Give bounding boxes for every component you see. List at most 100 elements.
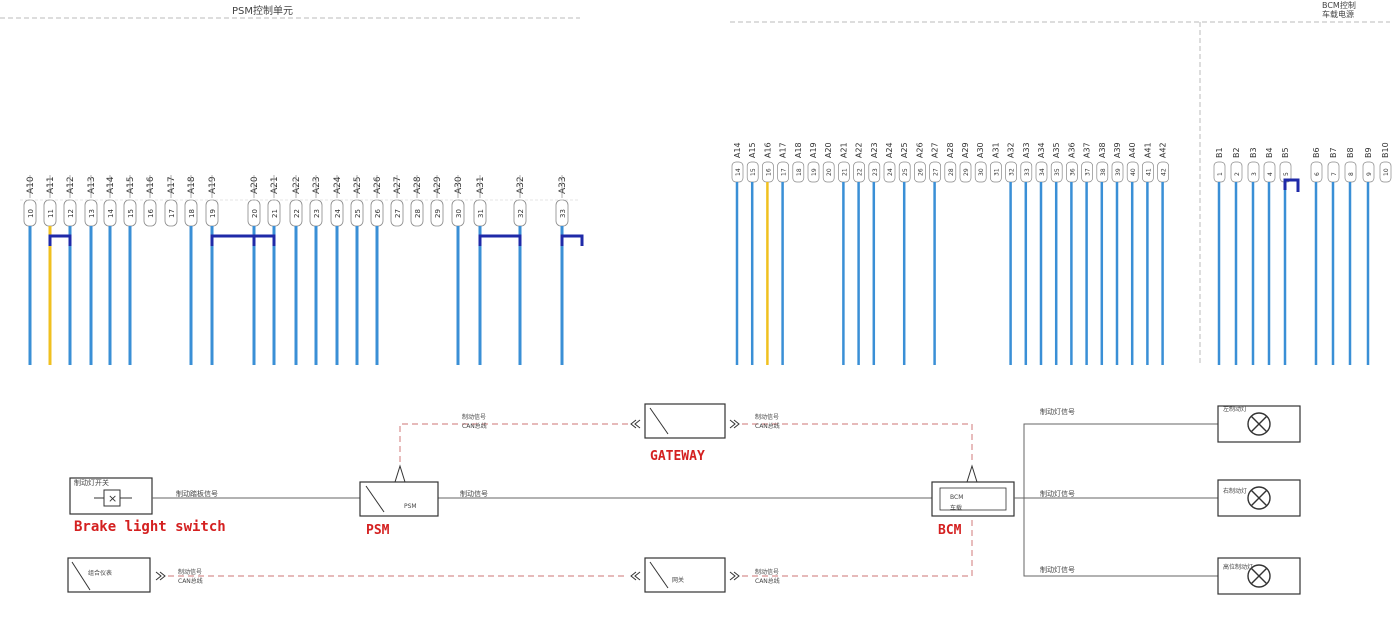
pin-letter-label: A16 bbox=[146, 176, 156, 194]
pin-number-label: 24 bbox=[334, 209, 342, 218]
chevron-icon bbox=[634, 419, 641, 429]
pin-terminal bbox=[944, 161, 957, 183]
pin-number-label: 20 bbox=[251, 209, 259, 218]
psm-diagonal bbox=[365, 485, 385, 513]
pin-letter-label: A15 bbox=[126, 176, 136, 194]
bottom-mid-module-box bbox=[644, 557, 726, 593]
pin-letter-label: A23 bbox=[312, 176, 322, 194]
lamp-2-caption: 右制动灯 bbox=[1223, 488, 1248, 495]
pin-letter-label: A33 bbox=[558, 176, 568, 194]
pin-number-label: 41 bbox=[1145, 168, 1152, 176]
chevron-icon bbox=[729, 571, 736, 581]
pin-number-label: 31 bbox=[477, 209, 485, 218]
pin-letter-label: A24 bbox=[333, 176, 343, 194]
pin-letter-label: A23 bbox=[870, 142, 879, 158]
left-unit-title: PSM控制单元 bbox=[232, 6, 294, 17]
pin-letter-label: A32 bbox=[1007, 142, 1016, 158]
pin-number-label: 10 bbox=[27, 209, 35, 218]
chevron-icon bbox=[733, 419, 740, 429]
bottom-mid-diagonal bbox=[649, 561, 669, 589]
bcm-caption-2: 车载 bbox=[950, 505, 963, 512]
lamp-1-caption: 左制动灯 bbox=[1223, 406, 1248, 413]
pin-terminal bbox=[807, 161, 820, 183]
pin-number-label: 42 bbox=[1161, 168, 1168, 176]
lamp-3-caption: 高位制动灯 bbox=[1223, 564, 1254, 571]
pin-letter-label: A28 bbox=[413, 176, 423, 194]
pin-letter-label: A37 bbox=[1083, 142, 1092, 158]
pin-number-label: 29 bbox=[434, 209, 442, 218]
lamp-signal-3: 制动灯信号 bbox=[1040, 566, 1075, 574]
brake-switch-label: Brake light switch bbox=[74, 519, 226, 535]
pin-number-label: 10 bbox=[1383, 168, 1390, 176]
pin-letter-label: B8 bbox=[1346, 147, 1355, 158]
chevron-icon bbox=[630, 571, 637, 581]
pin-number-label: 13 bbox=[88, 209, 96, 218]
pin-number-label: 7 bbox=[1331, 172, 1338, 176]
lamp-cross-line bbox=[1250, 567, 1268, 585]
pin-letter-label: B2 bbox=[1232, 147, 1241, 158]
pin-number-label: 26 bbox=[374, 209, 382, 218]
pin-letter-label: B7 bbox=[1329, 147, 1338, 158]
pin-letter-label: A14 bbox=[733, 142, 742, 158]
top-left-connector-block: A1010A1111A1212A1313A1414A1515A1616A1717… bbox=[20, 175, 584, 365]
pin-letter-label: A20 bbox=[824, 142, 833, 158]
chevron-icon bbox=[155, 571, 162, 581]
gateway-diagonal bbox=[649, 407, 669, 435]
pin-terminal bbox=[1263, 161, 1276, 183]
pin-terminal bbox=[1213, 161, 1226, 183]
pin-letter-label: A31 bbox=[991, 142, 1000, 158]
can-bottom-left-2: CAN总线 bbox=[178, 578, 203, 585]
pin-number-label: 6 bbox=[1314, 172, 1321, 176]
pin-terminal bbox=[959, 161, 972, 183]
chevron-icon bbox=[159, 571, 166, 581]
bcm-label: BCM bbox=[938, 523, 962, 538]
pin-letter-label: A26 bbox=[373, 176, 383, 194]
bottom-left-module-caption: 组合仪表 bbox=[88, 570, 113, 577]
pin-letter-label: A12 bbox=[66, 176, 76, 194]
bottom-mid-module-caption: 网关 bbox=[672, 577, 685, 584]
pin-terminal bbox=[1379, 161, 1392, 183]
pin-letter-label: A21 bbox=[270, 176, 280, 194]
lamp-signal-1: 制动灯信号 bbox=[1040, 408, 1075, 416]
splice-bridge bbox=[560, 234, 584, 246]
pin-number-label: 4 bbox=[1267, 172, 1274, 176]
pin-letter-label: A34 bbox=[1037, 142, 1046, 158]
pin-letter-label: A33 bbox=[1022, 142, 1031, 158]
pin-number-label: 15 bbox=[127, 209, 135, 218]
signal-brake-pedal: 制动踏板信号 bbox=[176, 490, 218, 498]
pin-number-label: 36 bbox=[1069, 168, 1076, 176]
pin-terminal bbox=[822, 161, 835, 183]
pin-number-label: 22 bbox=[293, 209, 301, 218]
lamp-signal-2: 制动灯信号 bbox=[1040, 490, 1075, 498]
pin-letter-label: A42 bbox=[1159, 142, 1168, 158]
can-top-right-2: CAN总线 bbox=[755, 423, 780, 430]
splice-bridge bbox=[48, 234, 72, 246]
psm-can-tap-icon bbox=[394, 464, 406, 483]
pin-number-label: 35 bbox=[1054, 168, 1061, 176]
pin-letter-label: A30 bbox=[454, 176, 464, 194]
lamp-cross-line bbox=[1250, 489, 1268, 507]
pin-number-label: 26 bbox=[917, 168, 924, 176]
pin-letter-label: A41 bbox=[1143, 142, 1152, 158]
chevron-icon bbox=[634, 571, 641, 581]
pin-letter-label: B1 bbox=[1215, 147, 1224, 158]
pin-letter-label: A18 bbox=[794, 142, 803, 158]
top-right-connector-block: A1414A1515A1616A1717A1818A1919A2020A2121… bbox=[731, 142, 1392, 365]
pin-terminal bbox=[1327, 161, 1340, 183]
pin-number-label: 20 bbox=[826, 168, 833, 176]
pin-letter-label: A13 bbox=[87, 176, 97, 194]
pin-number-label: 24 bbox=[887, 168, 894, 176]
pin-letter-label: A40 bbox=[1128, 142, 1137, 158]
pin-number-label: 23 bbox=[313, 209, 321, 218]
can-bottom-left-1: 制动信号 bbox=[178, 569, 203, 576]
bottom-system-diagram: × bbox=[67, 403, 1301, 595]
pin-number-label: 38 bbox=[1100, 168, 1107, 176]
pin-letter-label: A24 bbox=[885, 142, 894, 158]
bottom-left-module-box bbox=[67, 557, 151, 593]
pin-number-label: 14 bbox=[107, 209, 115, 218]
pin-terminal bbox=[1230, 161, 1243, 183]
pin-number-label: 25 bbox=[902, 168, 909, 176]
pin-number-label: 22 bbox=[857, 168, 864, 176]
pin-letter-label: A17 bbox=[779, 142, 788, 158]
